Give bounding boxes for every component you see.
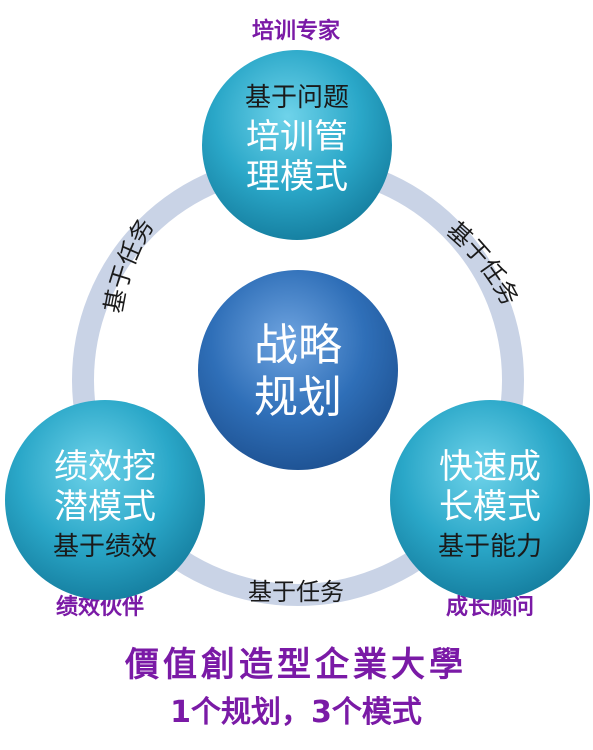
path-label-right: 基于任务	[441, 216, 523, 310]
path-label-bottom: 基于任务	[248, 578, 344, 606]
node-center-line2: 规划	[254, 372, 342, 423]
footer-subtitle: 1个规划，3个模式	[170, 695, 422, 730]
node-top-line2: 培训管	[246, 117, 348, 157]
node-right-line2: 长模式	[439, 487, 541, 527]
node-left-caption: 基于绩效	[53, 532, 157, 562]
node-center-line1: 战略	[254, 320, 342, 371]
role-label-top: 培训专家	[252, 18, 341, 44]
node-right-line1: 快速成	[439, 447, 541, 487]
node-top-caption: 基于问题	[245, 83, 349, 113]
footer-title: 價值創造型企業大學	[124, 645, 467, 685]
node-right: 快速成 长模式 基于能力	[390, 400, 590, 600]
node-left-line1: 绩效挖	[54, 447, 156, 487]
node-right-caption: 基于能力	[438, 532, 542, 562]
node-left: 绩效挖 潜模式 基于绩效	[5, 400, 205, 600]
node-center: 战略 规划	[198, 270, 398, 470]
node-top-line3: 理模式	[246, 157, 348, 197]
node-left-line2: 潜模式	[54, 487, 156, 527]
node-top: 基于问题 培训管 理模式	[202, 50, 392, 240]
path-label-right-text: 基于任务	[441, 216, 523, 310]
